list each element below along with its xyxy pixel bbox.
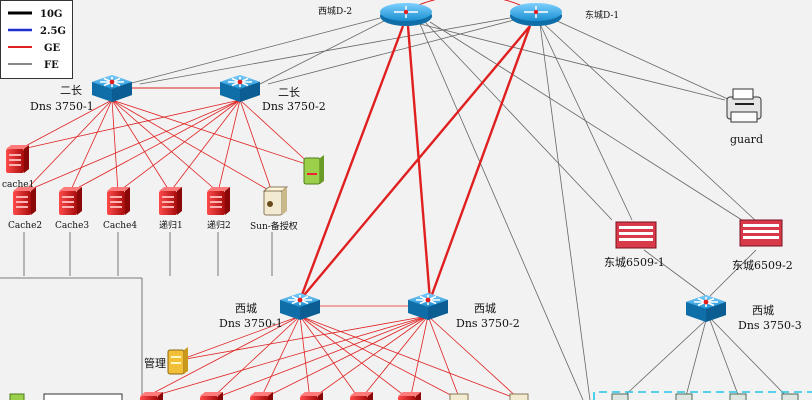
switch-dongcheng-6509-1[interactable] (615, 221, 657, 249)
server-label-recursive2: 递归2 (207, 219, 231, 231)
server-sun-backup-auth[interactable] (262, 186, 289, 216)
sw-xc2-line1: 西城 (474, 302, 496, 315)
server-label-cache2: Cache2 (8, 221, 42, 231)
switch-changchang-3750-1[interactable] (91, 74, 133, 103)
bottom-server[interactable] (140, 392, 163, 400)
server-label-recursive1: 递归1 (159, 219, 183, 231)
server-recursive2[interactable] (207, 187, 230, 215)
sw-cc1-line1: 二长 (60, 84, 82, 97)
legend-label-ge: GE (44, 43, 61, 54)
bottom-server[interactable] (250, 392, 273, 400)
core-label-dongcheng-d1: 东城D-1 (585, 9, 619, 21)
bottom-server[interactable] (350, 392, 373, 400)
server-cache2[interactable] (13, 187, 36, 215)
guard-label: guard (730, 133, 763, 146)
server-label-cache3: Cache3 (55, 221, 89, 231)
sw-cc1-line2: Dns 3750-1 (30, 100, 94, 113)
legend-item-2-5g: 2.5G (8, 26, 66, 37)
bottom-server[interactable] (200, 392, 223, 400)
sw-xc1-line1: 西城 (235, 302, 257, 315)
legend-item-fe: FE (8, 60, 59, 71)
bottom-server[interactable] (729, 393, 747, 400)
sw-cc2-line1: 二长 (278, 86, 300, 99)
switch-dongcheng-6509-2[interactable] (739, 219, 783, 247)
legend-label-fe: FE (44, 60, 59, 71)
server-label-sun: Sun-备授权 (250, 220, 298, 232)
legend-label-10g: 10G (40, 9, 62, 20)
bottom-server[interactable] (300, 392, 323, 400)
legend: 10G 2.5G GE FE (0, 0, 73, 79)
switch-xicheng-3750-3[interactable] (685, 294, 727, 323)
legend-item-ge: GE (8, 43, 61, 54)
switch-changchang-3750-2[interactable] (219, 74, 261, 103)
sw-xc2-line2: Dns 3750-2 (456, 317, 520, 330)
bottom-server-green[interactable] (9, 393, 25, 400)
server-label-cache4: Cache4 (103, 221, 137, 231)
legend-label-2-5g: 2.5G (40, 26, 66, 37)
guard-printer-icon[interactable] (726, 88, 762, 123)
sw-xc3-line1: 西城 (752, 304, 774, 317)
core-router-dongcheng-d1[interactable] (510, 3, 562, 26)
core-router-xicheng-d2[interactable] (380, 3, 432, 26)
bottom-server[interactable] (675, 393, 693, 400)
dongcheng-6509-2-label: 东城6509-2 (732, 259, 793, 272)
bottom-server-row (9, 392, 799, 400)
bottom-box (43, 393, 123, 400)
server-management[interactable] (167, 347, 188, 375)
server-cache3[interactable] (59, 187, 82, 215)
server-recursive1[interactable] (159, 187, 182, 215)
server-green-icon[interactable] (303, 155, 324, 185)
dongcheng-6509-1-label: 东城6509-1 (604, 256, 665, 269)
sw-cc2-line2: Dns 3750-2 (262, 100, 326, 113)
switch-xicheng-3750-2[interactable] (407, 292, 449, 321)
switch-xicheng-3750-1[interactable] (279, 292, 321, 321)
sw-xc3-line2: Dns 3750-3 (738, 319, 802, 332)
server-label-cache1: cache1 (2, 180, 34, 190)
mgmt-label: 管理 (144, 356, 166, 370)
bottom-server[interactable] (611, 393, 629, 400)
server-cache1[interactable] (6, 145, 29, 173)
sw-xc1-line2: Dns 3750-1 (219, 317, 283, 330)
bottom-server[interactable] (781, 393, 799, 400)
bottom-server[interactable] (509, 393, 529, 400)
server-cache4[interactable] (107, 187, 130, 215)
core-label-xicheng-d2: 西城D-2 (318, 6, 352, 17)
legend-item-10g: 10G (8, 9, 62, 20)
bottom-server[interactable] (449, 393, 469, 400)
